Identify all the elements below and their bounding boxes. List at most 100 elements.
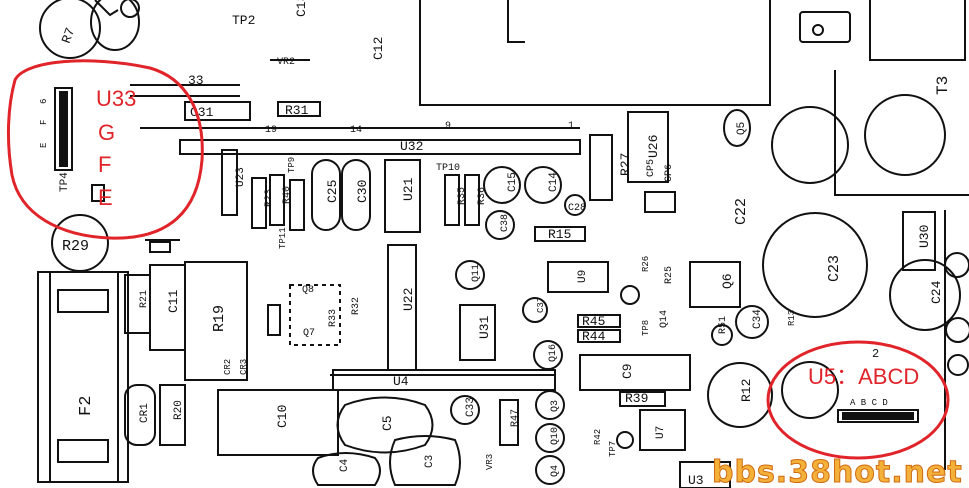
label-r15: R15 (548, 227, 571, 242)
label-r7: R7 (59, 26, 78, 46)
u4-outline (332, 369, 556, 391)
label-r33: R33 (328, 309, 339, 327)
r7-outline (39, 0, 101, 59)
label-c4: C4 (339, 458, 351, 472)
label-u9: U9 (577, 270, 589, 283)
label-cr1: CR1 (139, 403, 151, 423)
label-c23: C23 (826, 255, 843, 282)
label-tp11: TP11 (278, 227, 288, 249)
label-r40: R40 (282, 186, 293, 204)
label-q16: Q16 (548, 344, 559, 362)
label-c33: C33 (465, 397, 477, 417)
label-q8: Q8 (302, 285, 314, 296)
label-r27: R27 (618, 153, 633, 176)
label-c28: C28 (568, 203, 586, 214)
label-q6: Q6 (720, 273, 735, 289)
label-q14: Q14 (659, 310, 670, 328)
label-r36: R36 (477, 187, 488, 205)
u32-outline (179, 139, 581, 155)
label-q10: Q10 (550, 427, 561, 445)
label-c12: C12 (371, 37, 386, 60)
label-c5: C5 (380, 415, 395, 431)
label-9: 9 (445, 121, 451, 132)
label-u21: U21 (401, 177, 416, 201)
label-c30: C30 (355, 180, 370, 203)
label-r51: R51 (718, 316, 729, 334)
top-block (419, 0, 771, 106)
u33-pin-e: E (98, 185, 113, 210)
label-pin-e: E (39, 143, 49, 148)
label-c11: C11 (166, 289, 181, 313)
label-r44: R44 (582, 329, 606, 344)
label-f2: F2 (77, 396, 96, 416)
label-c10: C10 (275, 405, 290, 428)
label-cp5: CP5 (646, 159, 657, 177)
label-r47: R47 (510, 409, 521, 427)
label-r21: R21 (139, 290, 150, 308)
label-pin-f: F (39, 120, 49, 125)
label-tp10: TP10 (436, 163, 460, 174)
label-c34: C34 (752, 309, 764, 329)
r7-pot-outline (90, 0, 140, 51)
label-q5: Q5 (736, 122, 748, 135)
label-1: 1 (568, 121, 574, 132)
label-r19: R19 (211, 305, 228, 332)
label-u5-pins: A B C D (850, 398, 888, 408)
label-r45: R45 (582, 314, 605, 329)
label-c22: C22 (733, 198, 750, 225)
label-q11: Q11 (471, 264, 482, 282)
label-cr2: CR2 (223, 359, 233, 375)
label-19: 19 (265, 125, 277, 136)
label-c37: C37 (536, 297, 546, 313)
label-pin-2: 2 (872, 347, 879, 361)
label-c3: C3 (424, 455, 436, 468)
label-r26: R26 (641, 256, 651, 272)
label-tp7: TP7 (608, 441, 618, 457)
label-r12: R12 (739, 379, 754, 402)
u5-highlight-ellipse (766, 340, 950, 460)
label-u32: U32 (400, 139, 423, 154)
f2-outline (37, 271, 129, 483)
label-u3: U3 (688, 473, 704, 488)
label-c13: C13 (294, 0, 309, 17)
label-r29: R29 (62, 238, 89, 255)
label-cp6: CP6 (664, 164, 675, 182)
c9-outline (579, 354, 691, 391)
label-c24: C24 (929, 280, 944, 304)
label-c15: C15 (507, 172, 519, 192)
label-14: 14 (350, 125, 362, 136)
label-c38: C38 (500, 214, 511, 232)
label-r25: R25 (664, 266, 675, 284)
red-annotations: U33 G F E U5：ABCD (6, 59, 950, 460)
label-u33-silk: 33 (188, 73, 204, 88)
label-u4: U4 (393, 374, 409, 389)
label-u26: U26 (646, 135, 661, 158)
label-r35: R35 (457, 187, 468, 205)
r19-outline (184, 261, 248, 381)
label-r23: R23 (264, 189, 275, 207)
u33-connector (54, 87, 73, 171)
label-vr2: VR2 (277, 57, 295, 68)
label-r13-small: R13 (787, 310, 797, 326)
label-c14: C14 (548, 172, 560, 192)
label-c9: C9 (620, 363, 635, 379)
r7-pot-knob (120, 0, 140, 18)
label-tp4: TP4 (59, 172, 71, 192)
label-q3: Q3 (550, 400, 561, 412)
u33-annotation-title: U33 (96, 86, 136, 111)
label-u22: U22 (401, 288, 416, 311)
label-r31: R31 (285, 103, 309, 118)
watermark-text: bbs.38hot.net (712, 455, 963, 488)
label-c25: C25 (325, 180, 340, 203)
u33-pin-f: F (98, 152, 111, 177)
label-r42: R42 (593, 429, 603, 445)
u5-connector (837, 409, 919, 423)
label-t3: T3 (934, 76, 952, 95)
label-r32: R32 (351, 297, 362, 315)
label-q4: Q4 (550, 465, 561, 477)
label-vr3: VR3 (485, 454, 495, 470)
label-pin-6: 6 (39, 99, 49, 104)
label-cr3: CR3 (239, 359, 249, 375)
label-tp8: TP8 (641, 320, 651, 336)
